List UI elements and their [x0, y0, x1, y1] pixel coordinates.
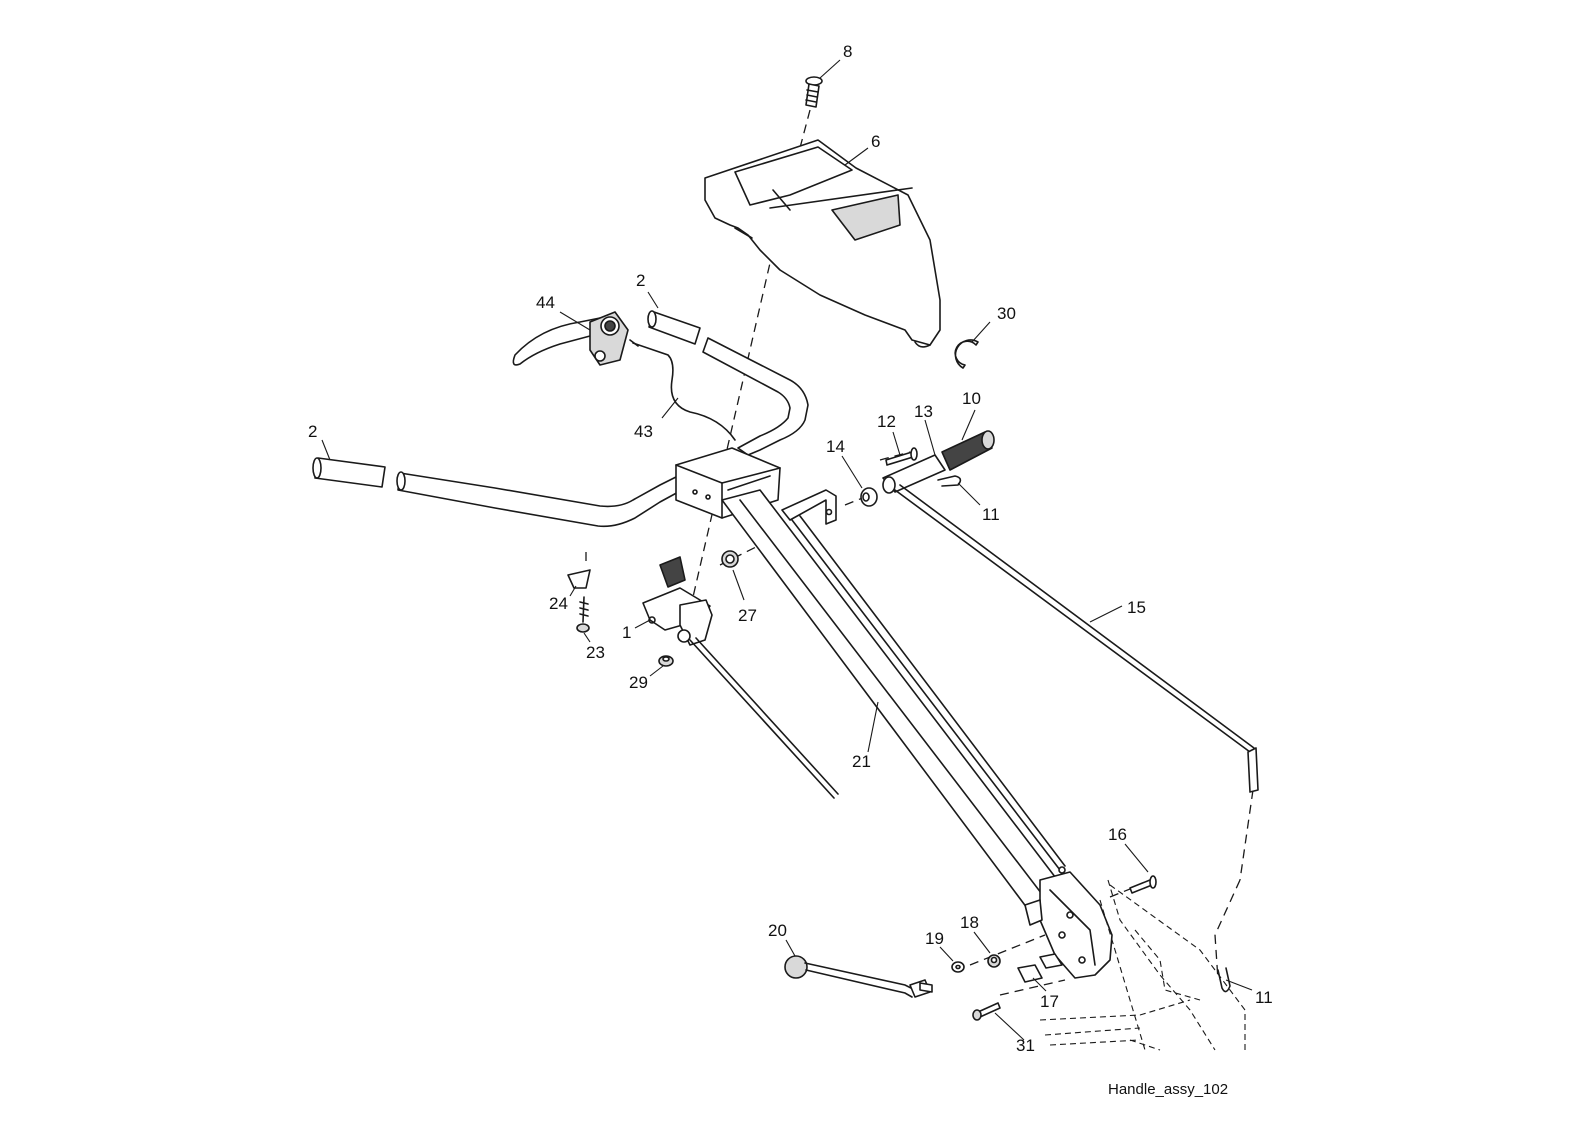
callout-21: 21	[852, 752, 871, 771]
callout-1: 1	[622, 623, 631, 642]
carriage-bolt	[972, 1002, 1001, 1021]
hairpin-clip-bottom	[1217, 967, 1231, 993]
lower-pivot-plate	[1024, 871, 1113, 979]
callout-29: 29	[629, 673, 648, 692]
side-bracket	[781, 489, 837, 525]
callout-13: 13	[914, 402, 933, 421]
callout-11-bottom: 11	[1255, 988, 1273, 1007]
spacer	[860, 487, 878, 507]
handlebar	[396, 337, 809, 528]
shift-rod	[791, 515, 1066, 874]
pivot-bolt	[885, 447, 918, 466]
leader-lines	[321, 59, 1253, 1041]
control-lever	[512, 311, 629, 366]
tine-rod	[882, 454, 1259, 793]
callout-15: 15	[1127, 598, 1146, 617]
callout-labels: 8 6 2 44 30 10 13 12 14 43 2 11 15 24 1 …	[308, 42, 1273, 1055]
handle-grip-top	[647, 310, 701, 345]
callout-2-left: 2	[308, 422, 317, 441]
callout-19: 19	[925, 929, 944, 948]
callout-27: 27	[738, 606, 757, 625]
tiller-frame-dashed	[1039, 879, 1246, 1051]
lock-nut	[721, 550, 739, 568]
main-handle-tube	[721, 489, 1066, 913]
pivot-bolt-lower	[1129, 875, 1157, 894]
callout-8: 8	[843, 42, 852, 61]
callout-24: 24	[549, 594, 568, 613]
callout-16: 16	[1108, 825, 1127, 844]
callout-20: 20	[768, 921, 787, 940]
pivot-nut	[987, 954, 1001, 968]
callout-31: 31	[1016, 1036, 1035, 1055]
hairpin-clip-top	[937, 475, 962, 487]
callout-44: 44	[536, 293, 555, 312]
callout-10: 10	[962, 389, 981, 408]
callout-17: 17	[1040, 992, 1059, 1011]
handle-grip-left	[312, 457, 386, 488]
diagram-caption: Handle_assy_102	[1108, 1081, 1228, 1098]
callout-23: 23	[586, 643, 605, 662]
callout-43: 43	[634, 422, 653, 441]
wear-pads	[1017, 953, 1063, 983]
console-panel	[704, 139, 941, 348]
washer	[951, 961, 965, 973]
callout-30: 30	[997, 304, 1016, 323]
hex-nut	[658, 655, 674, 667]
callout-12: 12	[877, 412, 896, 431]
callout-2-top: 2	[636, 271, 645, 290]
mounting-screw	[576, 596, 590, 633]
control-cable	[629, 339, 736, 441]
callout-18: 18	[960, 913, 979, 932]
callout-6: 6	[871, 132, 880, 151]
console-screw	[805, 76, 823, 108]
callout-14: 14	[826, 437, 845, 456]
callout-11-top: 11	[982, 505, 1000, 524]
shift-lever	[784, 955, 933, 998]
retaining-clip	[954, 339, 979, 369]
rod-knob-grip	[941, 430, 995, 471]
cable-tie-clip	[567, 569, 591, 589]
